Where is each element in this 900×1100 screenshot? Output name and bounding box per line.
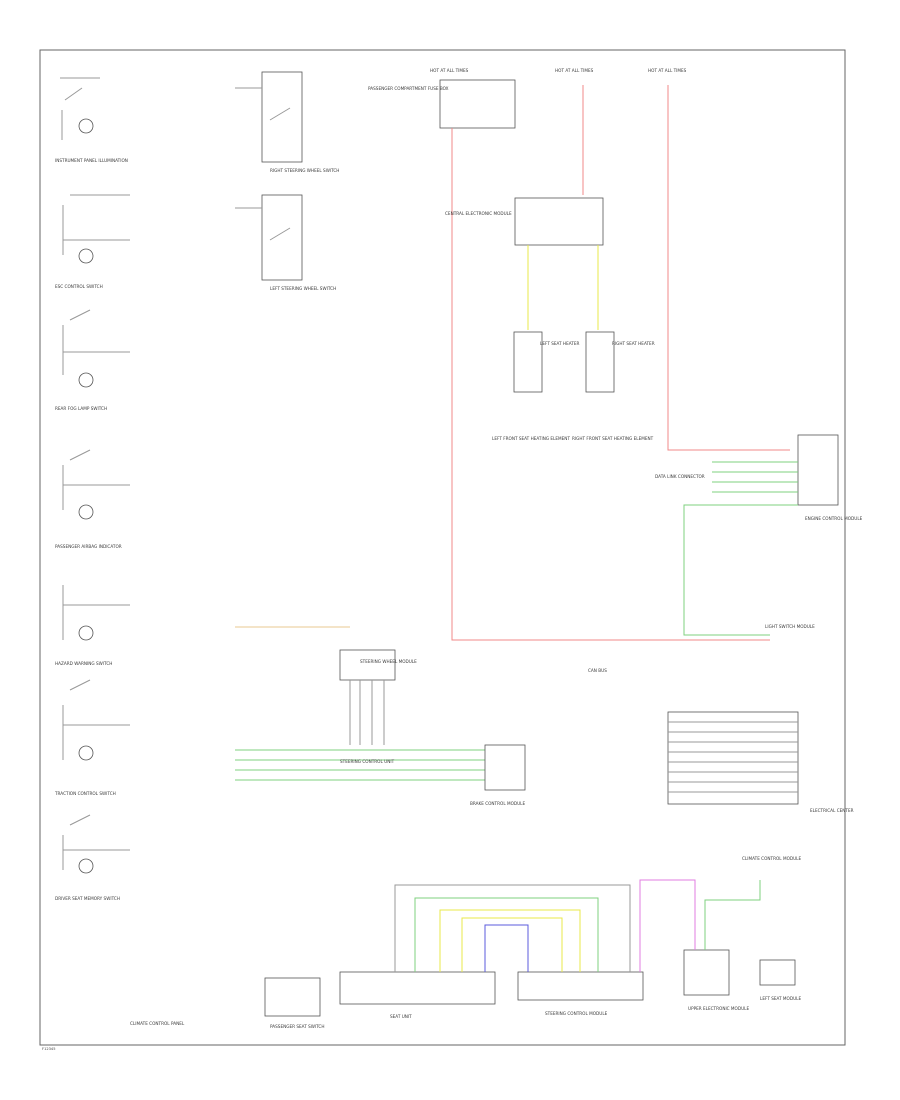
label-seat-unit: SEAT UNIT — [390, 1014, 412, 1019]
label-right-sw: RIGHT STEERING WHEEL SWITCH — [270, 168, 339, 173]
label-right-heater-elem: RIGHT FRONT SEAT HEATING ELEMENT — [572, 436, 654, 441]
label-engine-ecm: ENGINE CONTROL MODULE — [805, 516, 863, 521]
label-side-7: DRIVER SEAT MEMORY SWITCH — [55, 896, 120, 901]
switch-esc-control: ESC CONTROL SWITCH — [55, 194, 130, 289]
data-link-connector: DATA LINK CONNECTOR ENGINE CONTROL MODUL… — [655, 434, 863, 521]
electrical-center: ELECTRICAL CENTER — [667, 711, 854, 813]
label-side-4: PASSENGER AIRBAG INDICATOR — [55, 544, 122, 549]
steering-module: STEERING WHEEL MODULE — [339, 649, 417, 745]
steering-wheel-switches: RIGHT STEERING WHEEL SWITCH LEFT STEERIN… — [235, 71, 339, 291]
bus-lines: STEERING CONTROL UNIT BRAKE CONTROL MODU… — [235, 744, 526, 806]
label-side-5: HAZARD WARNING SWITCH — [55, 661, 112, 666]
label-passenger-seat: PASSENGER SEAT SWITCH — [270, 1024, 325, 1029]
seat-heaters: LEFT SEAT HEATER RIGHT SEAT HEATER LEFT … — [492, 331, 655, 441]
diagram-frame — [39, 49, 846, 1046]
switch-rear-fog: REAR FOG LAMP SWITCH — [55, 309, 130, 411]
switch-traction-control: TRACTION CONTROL SWITCH — [54, 679, 130, 796]
switch-driver-seat-memory: DRIVER SEAT MEMORY SWITCH — [55, 814, 130, 901]
label-electrical-center: ELECTRICAL CENTER — [810, 808, 854, 813]
label-left-seat: LEFT SEAT MODULE — [760, 996, 801, 1001]
label-left-sw: LEFT STEERING WHEEL SWITCH — [270, 286, 336, 291]
label-fuse-1: HOT AT ALL TIMES — [430, 68, 469, 73]
label-steering-ctrl: STEERING CONTROL UNIT — [340, 759, 395, 764]
switch-instrument-illumination: INSTRUMENT PANEL ILLUMINATION — [55, 77, 128, 163]
switch-hazard-warning: HAZARD WARNING SWITCH — [55, 585, 130, 666]
label-side-3: REAR FOG LAMP SWITCH — [55, 406, 107, 411]
label-upper-module: UPPER ELECTRONIC MODULE — [688, 1006, 749, 1011]
central-module: CENTRAL ELECTRONIC MODULE — [445, 197, 604, 246]
label-data-link: DATA LINK CONNECTOR — [655, 474, 705, 479]
label-climate-control: CLIMATE CONTROL MODULE — [742, 856, 801, 861]
bottom-connectors: CLIMATE CONTROL PANEL PASSENGER SEAT SWI… — [130, 856, 801, 1029]
figure-id: F12345 — [42, 1047, 56, 1051]
red-feed-wire-3 — [667, 85, 790, 451]
label-comm-bus: CAN BUS — [588, 668, 607, 673]
label-steering-module: STEERING WHEEL MODULE — [360, 659, 417, 664]
label-fuse-3: HOT AT ALL TIMES — [648, 68, 687, 73]
label-fuse-2: HOT AT ALL TIMES — [555, 68, 594, 73]
label-right-heater: RIGHT SEAT HEATER — [612, 341, 655, 346]
label-side-6: TRACTION CONTROL SWITCH — [54, 791, 116, 796]
label-left-heater: LEFT SEAT HEATER — [540, 341, 579, 346]
red-feed-wire — [451, 128, 770, 641]
light-switch-module: LIGHT SWITCH MODULE CAN BUS — [235, 624, 815, 673]
switch-passenger-airbag: PASSENGER AIRBAG INDICATOR — [55, 449, 130, 549]
label-climate-panel: CLIMATE CONTROL PANEL — [130, 1021, 185, 1026]
label-side-1: INSTRUMENT PANEL ILLUMINATION — [55, 158, 128, 163]
label-steering-unit: STEERING CONTROL MODULE — [545, 1011, 608, 1016]
label-left-heater-elem: LEFT FRONT SEAT HEATING ELEMENT — [492, 436, 570, 441]
label-brake-module: BRAKE CONTROL MODULE — [470, 801, 526, 806]
left-switch-column: INSTRUMENT PANEL ILLUMINATION ESC CONTRO… — [54, 77, 130, 901]
label-ipl: LIGHT SWITCH MODULE — [765, 624, 815, 629]
label-side-2: ESC CONTROL SWITCH — [55, 284, 103, 289]
label-pdm: PASSENGER COMPARTMENT FUSE BOX — [368, 86, 449, 91]
green-can-wire — [683, 504, 798, 636]
label-central-module: CENTRAL ELECTRONIC MODULE — [445, 211, 512, 216]
fuse-headers: HOT AT ALL TIMES HOT AT ALL TIMES HOT AT… — [368, 68, 687, 129]
